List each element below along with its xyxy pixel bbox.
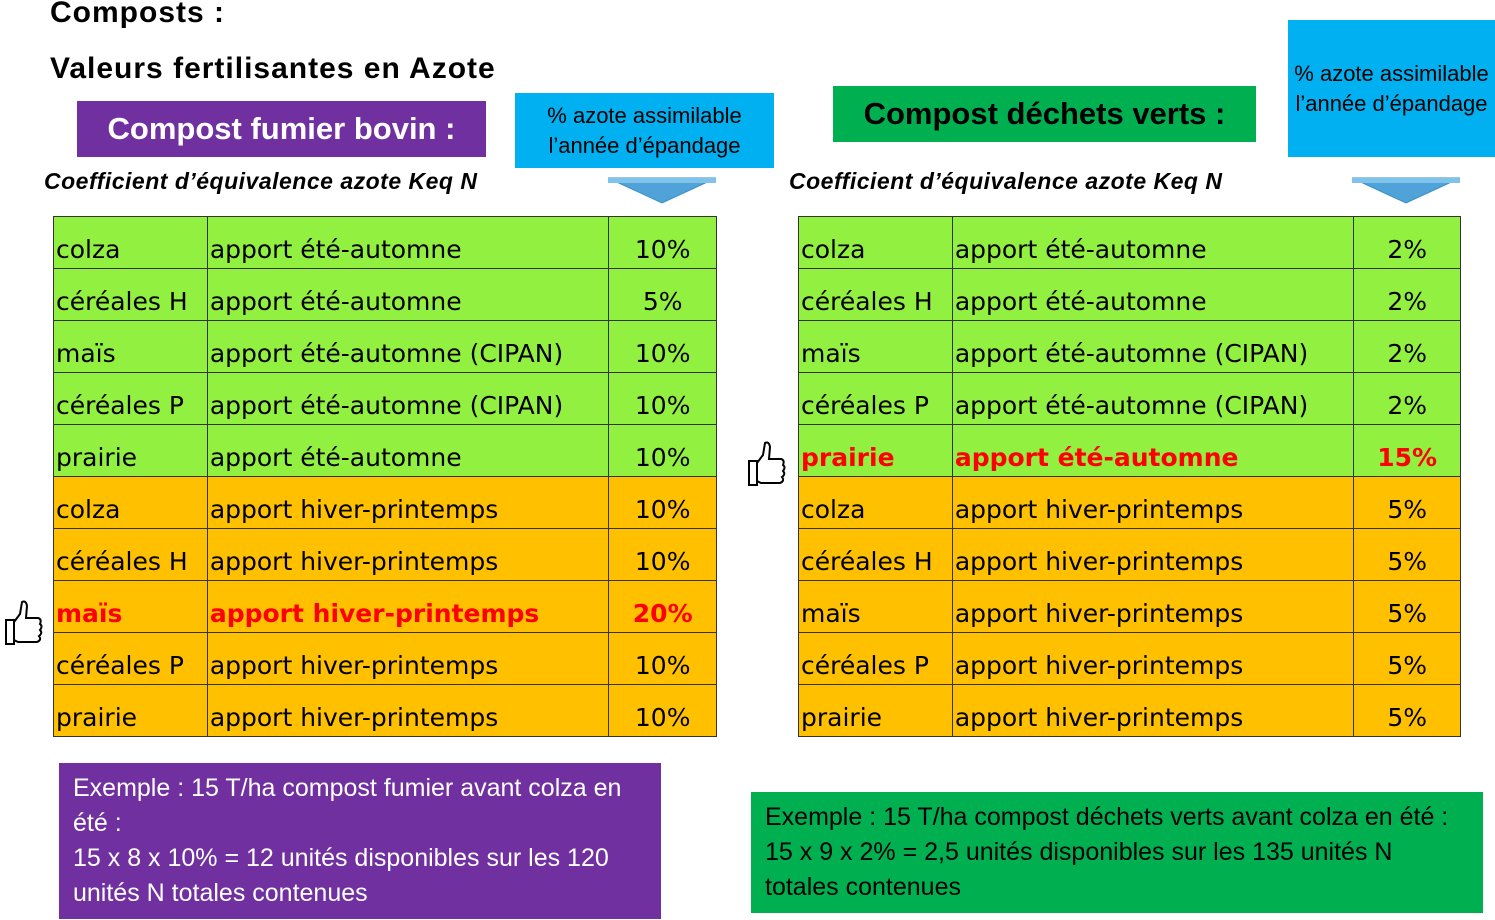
crop-cell: prairie (798, 684, 953, 737)
crop-cell: prairie (53, 684, 208, 737)
apport-cell: apport hiver-printemps (206, 684, 610, 737)
crop-cell: colza (53, 476, 208, 529)
apport-cell: apport été-automne (CIPAN) (206, 320, 610, 373)
value-cell: 10% (608, 632, 717, 685)
apport-cell: apport été-automne (CIPAN) (206, 372, 610, 425)
apport-cell: apport été-automne (951, 424, 1355, 477)
apport-cell: apport hiver-printemps (951, 476, 1355, 529)
value-cell: 5% (1353, 684, 1461, 737)
apport-cell: apport été-automne (206, 268, 610, 321)
value-cell: 10% (608, 216, 717, 269)
value-cell: 2% (1353, 268, 1461, 321)
left-coef-label: Coefficient d’équivalence azote Keq N (44, 168, 478, 194)
apport-cell: apport hiver-printemps (951, 528, 1355, 581)
left-down-arrow-icon (607, 177, 717, 204)
crop-cell: céréales P (53, 372, 208, 425)
value-cell: 10% (608, 476, 717, 529)
apport-cell: apport hiver-printemps (206, 632, 610, 685)
value-cell: 10% (608, 424, 717, 477)
crop-cell: céréales H (798, 528, 953, 581)
right-coef-label: Coefficient d’équivalence azote Keq N (789, 168, 1223, 194)
right-info-box: % azote assimilable l’année d’épandage (1288, 20, 1495, 157)
apport-cell: apport été-automne (206, 216, 610, 269)
value-cell: 5% (608, 268, 717, 321)
value-cell: 10% (608, 528, 717, 581)
crop-cell: céréales H (53, 528, 208, 581)
apport-cell: apport été-automne (CIPAN) (951, 320, 1355, 373)
left-thumbs-up-icon (0, 598, 44, 655)
page-subtitle: Valeurs fertilisantes en Azote (50, 52, 496, 85)
crop-cell: prairie (798, 424, 953, 477)
value-cell: 10% (608, 372, 717, 425)
crop-cell: maïs (53, 320, 208, 373)
crop-cell: céréales P (53, 632, 208, 685)
value-cell: 10% (608, 684, 717, 737)
apport-cell: apport été-automne (951, 216, 1355, 269)
right-down-arrow-icon (1351, 177, 1461, 204)
page-title: Composts : (50, 0, 225, 29)
value-cell: 10% (608, 320, 717, 373)
left-example-box: Exemple : 15 T/ha compost fumier avant c… (59, 763, 661, 919)
crop-cell: colza (798, 216, 953, 269)
right-example-box: Exemple : 15 T/ha compost déchets verts … (751, 792, 1483, 913)
crop-cell: céréales H (798, 268, 953, 321)
left-section-heading: Compost fumier bovin : (77, 101, 486, 157)
apport-cell: apport été-automne (CIPAN) (951, 372, 1355, 425)
apport-cell: apport hiver-printemps (951, 632, 1355, 685)
value-cell: 5% (1353, 476, 1461, 529)
crop-cell: maïs (53, 580, 208, 633)
value-cell: 5% (1353, 528, 1461, 581)
crop-cell: céréales P (798, 632, 953, 685)
apport-cell: apport été-automne (206, 424, 610, 477)
value-cell: 2% (1353, 320, 1461, 373)
apport-cell: apport hiver-printemps (206, 476, 610, 529)
apport-cell: apport hiver-printemps (951, 684, 1355, 737)
value-cell: 15% (1353, 424, 1461, 477)
crop-cell: colza (798, 476, 953, 529)
value-cell: 5% (1353, 632, 1461, 685)
value-cell: 5% (1353, 580, 1461, 633)
crop-cell: maïs (798, 320, 953, 373)
crop-cell: prairie (53, 424, 208, 477)
value-cell: 2% (1353, 372, 1461, 425)
apport-cell: apport hiver-printemps (206, 528, 610, 581)
value-cell: 20% (608, 580, 717, 633)
crop-cell: céréales P (798, 372, 953, 425)
apport-cell: apport hiver-printemps (206, 580, 610, 633)
crop-cell: maïs (798, 580, 953, 633)
apport-cell: apport hiver-printemps (951, 580, 1355, 633)
crop-cell: céréales H (53, 268, 208, 321)
value-cell: 2% (1353, 216, 1461, 269)
apport-cell: apport été-automne (951, 268, 1355, 321)
crop-cell: colza (53, 216, 208, 269)
left-info-box: % azote assimilable l’année d’épandage (515, 93, 774, 168)
right-thumbs-up-icon (743, 439, 787, 496)
right-section-heading: Compost déchets verts : (833, 86, 1256, 142)
